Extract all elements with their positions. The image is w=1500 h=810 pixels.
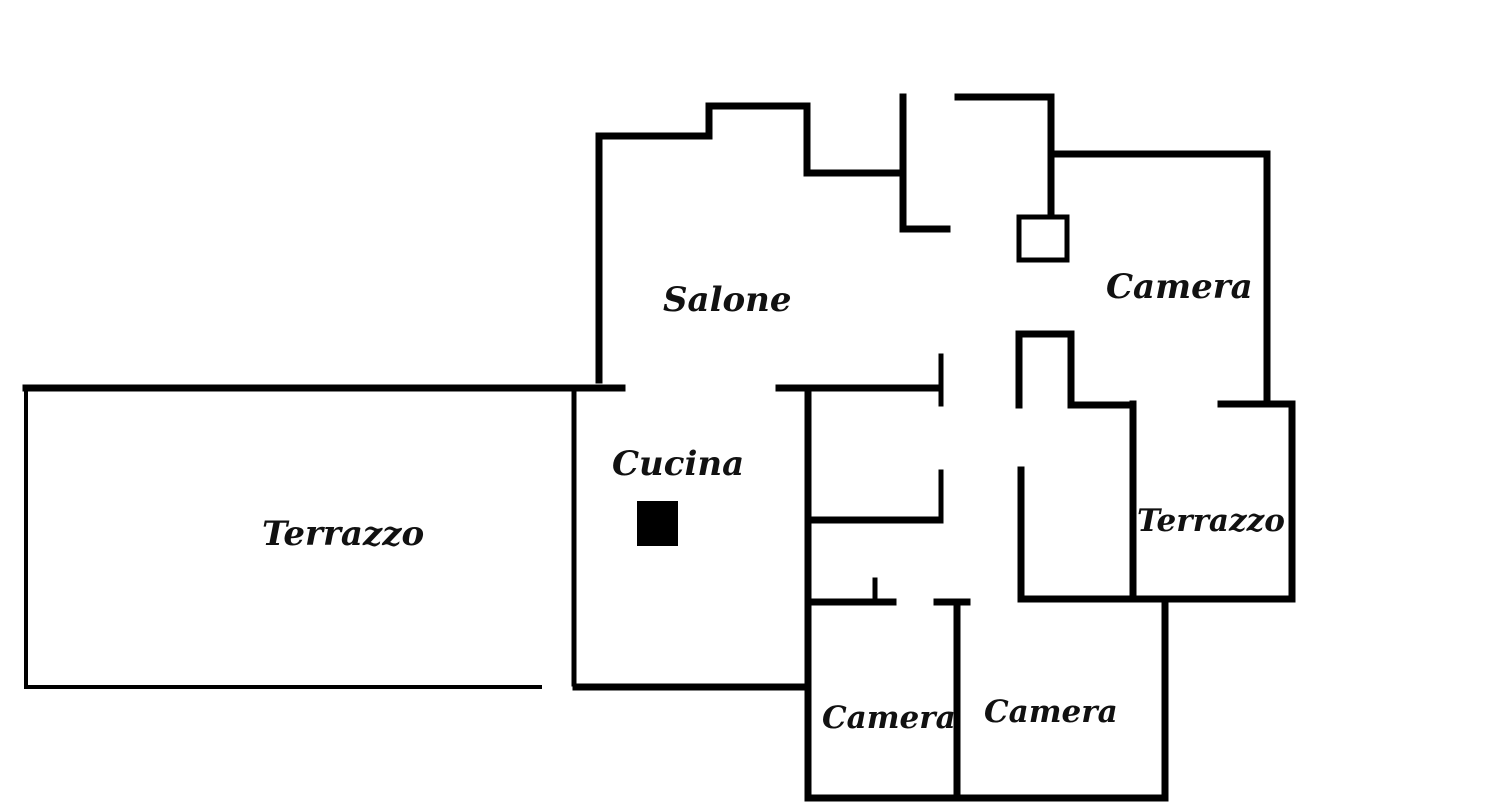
cucina-outline (572, 353, 944, 802)
salone-outline (595, 93, 1055, 384)
room-label-terrazzo-east: Terrazzo (1137, 503, 1285, 539)
room-label-cucina: Cucina (612, 444, 744, 484)
room-label-terrazzo-west: Terrazzo (262, 514, 424, 554)
camera-north-east-outline (1015, 150, 1271, 409)
room-label-camera-south-east: Camera (984, 694, 1118, 730)
kitchen-appliance-icon (637, 501, 678, 546)
terrazzo-west-outline (22, 384, 626, 689)
room-label-camera-south-west: Camera (822, 700, 956, 736)
terrazzo-east-outline (1017, 400, 1296, 603)
room-label-salone: Salone (663, 280, 792, 320)
camera-south-outline (804, 577, 1169, 802)
room-label-camera-north-east: Camera (1106, 267, 1253, 307)
